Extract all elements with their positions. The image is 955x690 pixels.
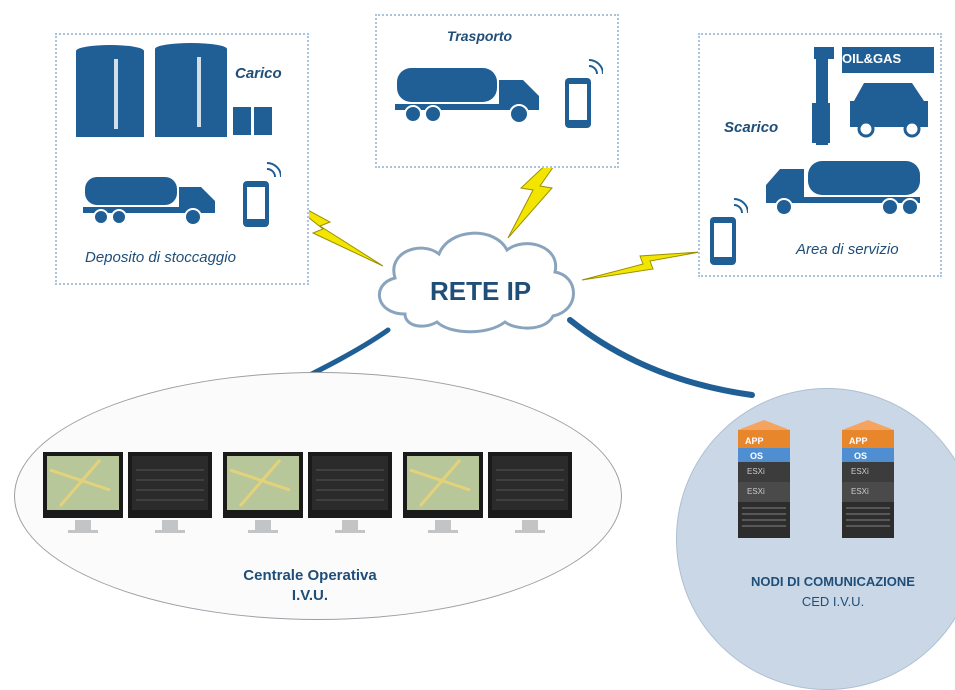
stack-label-app: APP — [745, 436, 764, 446]
monitor-dashboard — [488, 452, 572, 533]
centrale-line2: I.V.U. — [291, 587, 329, 604]
trasporto-title: Trasporto — [447, 28, 513, 44]
monitor-dashboard — [308, 452, 392, 533]
tanker-truck-icon — [83, 177, 215, 226]
deposito-box: Carico Deposito di stoccaggio — [55, 33, 309, 285]
barrel-icon — [254, 107, 272, 135]
trasporto-box: Trasporto — [375, 14, 619, 168]
storage-tanks-icon — [76, 43, 272, 137]
centrale-line1: Centrale Operativa — [243, 567, 377, 584]
deposito-caption: Deposito di stoccaggio — [85, 249, 236, 266]
tanker-truck-icon — [395, 68, 539, 124]
monitor-map — [403, 452, 483, 533]
link-nodi — [567, 317, 755, 398]
lightning-area — [581, 251, 701, 281]
stack-label-esxi: ESXi — [851, 467, 869, 476]
server-stacks — [738, 420, 894, 538]
phone-signal-icon — [710, 198, 748, 265]
deposito-title: Carico — [235, 65, 282, 82]
centrale-label: Centrale Operativa I.V.U. — [190, 566, 430, 606]
stack-label-os: OS — [854, 451, 868, 461]
monitor-map — [43, 452, 123, 533]
nodi-line2: CED I.V.U. — [801, 594, 865, 609]
barrel-icon — [233, 107, 251, 135]
monitors-group — [43, 452, 572, 533]
nodi-line1: NODI DI COMUNICAZIONE — [751, 574, 915, 589]
monitor-map — [223, 452, 303, 533]
nodi-label: NODI DI COMUNICAZIONE CED I.V.U. — [716, 572, 950, 612]
stack-label-esxi: ESXi — [851, 487, 869, 496]
area-box: OIL&GAS Scarico Area di servizio — [698, 33, 942, 277]
stack-label-os: OS — [750, 451, 764, 461]
phone-signal-icon — [243, 162, 281, 227]
gas-station-icon — [812, 47, 934, 145]
area-title: Scarico — [724, 119, 779, 136]
tanker-truck-icon — [766, 161, 920, 216]
stack-label-app: APP — [849, 436, 868, 446]
lightning-trasporto — [507, 139, 573, 239]
server-stack-icon — [738, 420, 790, 538]
cloud-icon — [378, 231, 575, 334]
stack-label-esxi: ESXi — [747, 467, 765, 476]
monitor-dashboard — [128, 452, 212, 533]
network-label: RETE IP — [430, 276, 532, 306]
stack-label-esxi: ESXi — [747, 487, 765, 496]
oil-gas-sign: OIL&GAS — [842, 51, 902, 66]
server-stack-icon — [842, 420, 894, 538]
area-caption: Area di servizio — [796, 241, 899, 258]
phone-signal-icon — [565, 59, 603, 128]
